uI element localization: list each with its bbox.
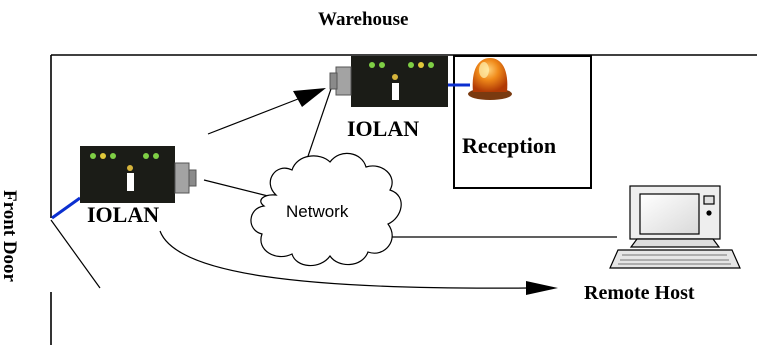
network-links — [203, 82, 617, 238]
arrow-to-remote-host — [159, 230, 558, 295]
warehouse-walls — [50, 54, 757, 345]
iolan-reception-label: IOLAN — [347, 116, 420, 141]
network-label: Network — [286, 202, 349, 221]
alarm-beacon-icon — [468, 58, 512, 100]
iolan-device-icon — [80, 146, 197, 203]
remote-host-label: Remote Host — [584, 282, 695, 304]
reception-box — [453, 55, 592, 189]
network-cloud-icon — [250, 152, 402, 267]
computer-icon — [609, 185, 741, 269]
door-sensor-cable — [51, 196, 81, 220]
diagram-title: Warehouse — [318, 9, 409, 30]
front-door-label: Front Door — [0, 190, 20, 282]
door-line — [50, 219, 101, 289]
iolan-front-door-label: IOLAN — [87, 202, 160, 227]
arrow-to-reception-iolan — [207, 88, 326, 135]
reception-label: Reception — [462, 133, 557, 158]
iolan-device-icon — [329, 56, 448, 107]
